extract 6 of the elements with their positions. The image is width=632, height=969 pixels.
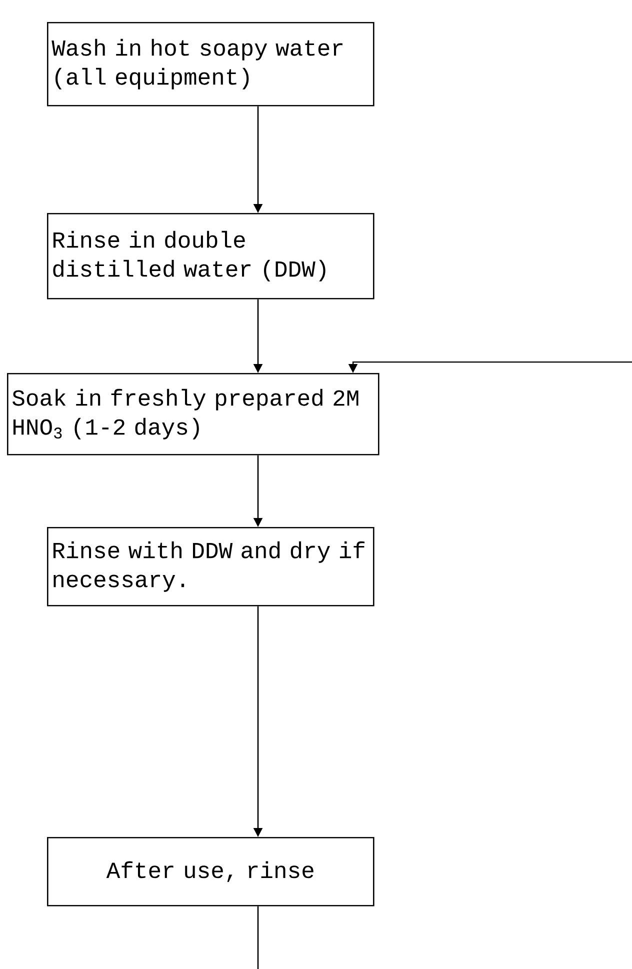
process-box: After use, rinse [47,837,374,906]
process-box: Rinse in double distilled water (DDW) [47,213,374,300]
process-box: Rinse with DDW and dry if necessary. [47,527,374,606]
process-box: Wash in hot soapy water (all equipment) [47,22,374,106]
connector-line [257,906,259,969]
process-box: Soak in freshly prepared 2M HNO$_{3}$ (1-2 days) [7,373,380,456]
